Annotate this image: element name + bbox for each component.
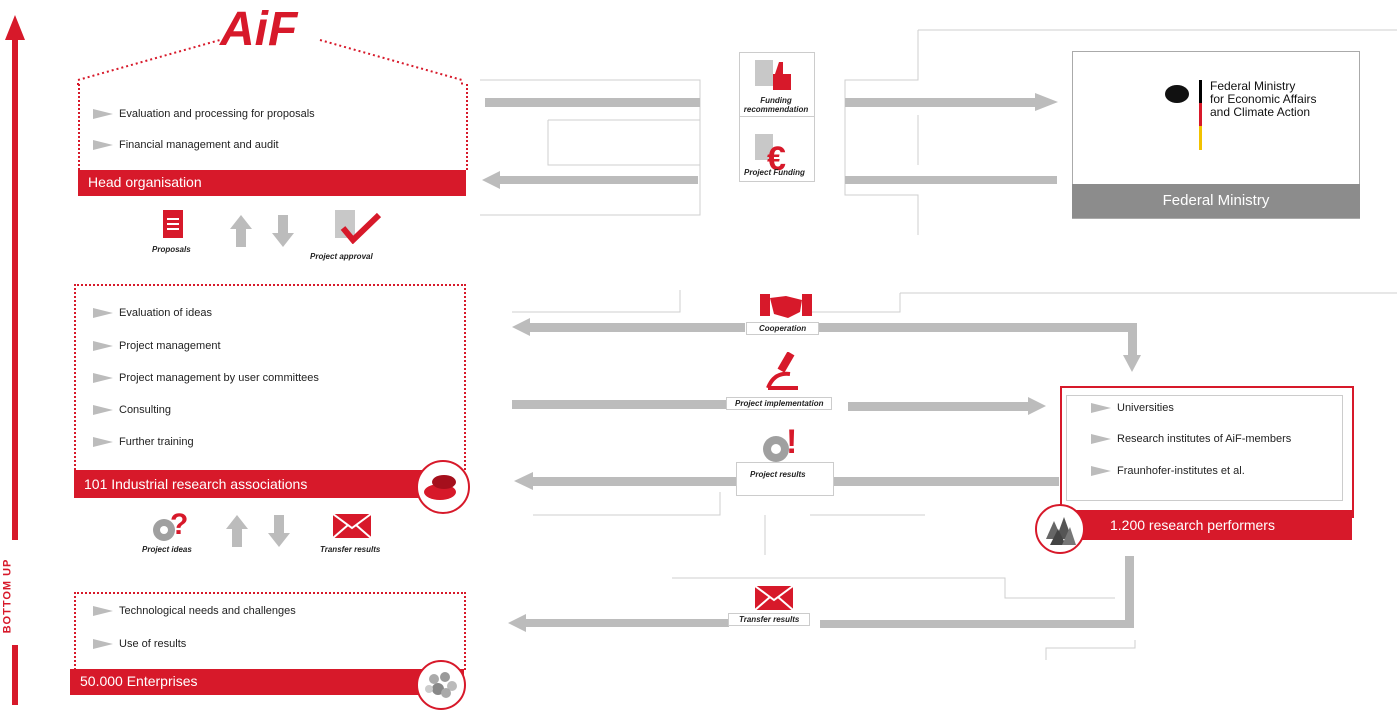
handshake-icon [760, 294, 812, 318]
project-implementation-label: Project implementation [726, 397, 833, 410]
research-inner-box [1066, 395, 1343, 501]
proposals-label: Proposals [152, 245, 191, 254]
industrial-title: 101 Industrial research associations [74, 470, 464, 498]
head-org-item: Financial management and audit [93, 139, 279, 151]
research-item: Fraunhofer-institutes et al. [1091, 465, 1245, 477]
microscope-icon [766, 352, 798, 390]
ministry-title: Federal Ministry [1072, 184, 1360, 218]
envelope-icon [755, 586, 794, 611]
project-funding-box [739, 116, 815, 182]
bottom-up-arrow [5, 15, 25, 705]
project-results-box [736, 462, 834, 496]
industrial-item: Further training [93, 436, 194, 448]
transfer-results-label: Transfer results [320, 545, 381, 554]
document-icon [163, 210, 183, 238]
project-approval-label: Project approval [310, 252, 373, 261]
envelope-icon [333, 514, 372, 539]
arrow-down-icon [268, 515, 290, 547]
industrial-item: Evaluation of ideas [93, 307, 212, 319]
enterprises-box [74, 592, 466, 670]
eagle-icon [1165, 85, 1189, 103]
head-org-box [78, 84, 468, 170]
project-ideas-label: Project ideas [142, 545, 192, 554]
arrow-up-icon [226, 515, 248, 547]
research-item: Universities [1091, 402, 1174, 414]
industrial-item: Project management by user committees [93, 372, 319, 384]
funding-recommendation-label: Funding recommendation [740, 96, 812, 114]
research-circle-icon [1035, 504, 1085, 554]
cooperation-label: Cooperation [746, 322, 820, 335]
project-results-label: Project results [750, 470, 806, 479]
industrial-item: Consulting [93, 404, 171, 416]
industrial-item: Project management [93, 340, 221, 352]
research-item: Research institutes of AiF-members [1091, 433, 1291, 445]
gear-alert-icon: ! [763, 425, 797, 462]
head-org-title: Head organisation [78, 170, 466, 196]
svg-text:?: ? [170, 508, 188, 541]
svg-text:!: ! [786, 425, 797, 461]
research-title: 1.200 research performers [1060, 510, 1352, 540]
project-funding-label: Project Funding [744, 168, 805, 177]
enterprises-item: Use of results [93, 638, 186, 650]
enterprises-title: 50.000 Enterprises [70, 669, 464, 695]
arrow-down-icon [272, 215, 294, 247]
approval-icon [335, 210, 382, 244]
flag-stripe [1199, 80, 1202, 150]
euro-icon: € [755, 134, 786, 174]
enterprises-circle-icon [416, 660, 466, 710]
industrial-circle-icon [416, 460, 470, 514]
aif-logo: AiF [77, 3, 463, 85]
gear-question-icon: ? [153, 508, 188, 541]
head-org-item: Evaluation and processing for proposals [93, 108, 315, 120]
industrial-box [74, 284, 466, 470]
arrow-up-icon [230, 215, 252, 247]
bottom-transfer-results-label: Transfer results [728, 613, 811, 626]
enterprises-item: Technological needs and challenges [93, 605, 296, 617]
thumbs-up-icon [755, 60, 791, 90]
svg-text:€: € [767, 140, 786, 174]
svg-text:AiF: AiF [219, 3, 299, 56]
